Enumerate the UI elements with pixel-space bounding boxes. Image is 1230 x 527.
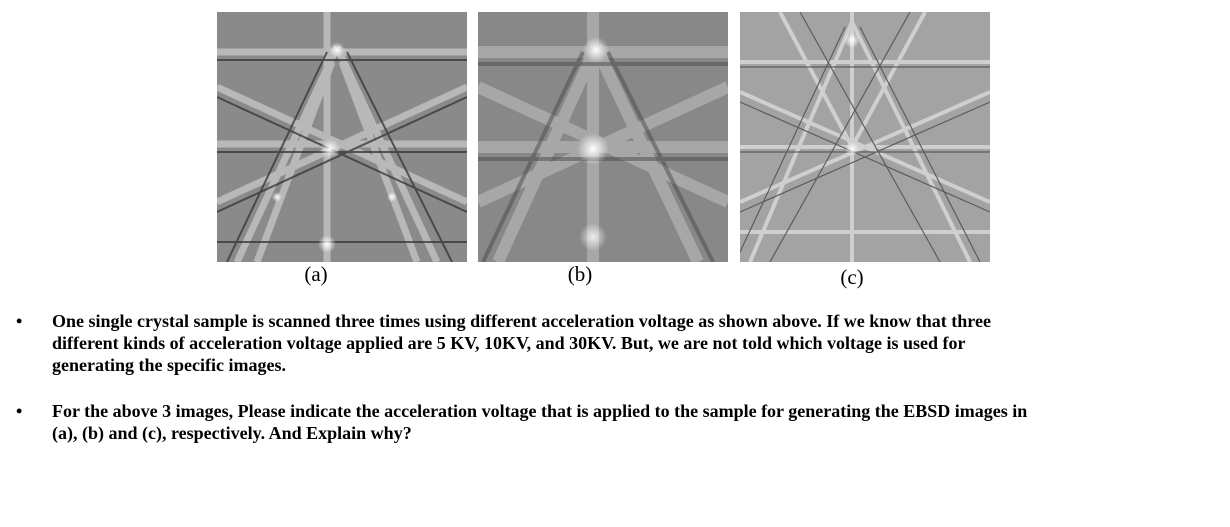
ebsd-image-b	[478, 12, 728, 262]
figure-caption-a: (a)	[304, 262, 328, 286]
bullet-icon: •	[16, 311, 23, 331]
question-text: For the above 3 images, Please indicate …	[52, 400, 1212, 444]
ebsd-image-c	[740, 12, 990, 262]
figure-caption-b: (b)	[567, 262, 593, 286]
ebsd-pattern-c	[740, 12, 990, 262]
bullet-icon: •	[16, 401, 23, 421]
ebsd-image-a	[217, 12, 467, 262]
figure-caption-c: (c)	[840, 265, 864, 289]
question-text: One single crystal sample is scanned thr…	[52, 310, 1212, 376]
text-line: For the above 3 images, Please indicate …	[52, 401, 1028, 421]
text-line: different kinds of acceleration voltage …	[52, 333, 966, 353]
ebsd-pattern-a	[217, 12, 467, 262]
ebsd-pattern-b	[478, 12, 728, 262]
text-line: One single crystal sample is scanned thr…	[52, 311, 991, 331]
text-line: (a), (b) and (c), respectively. And Expl…	[52, 423, 412, 443]
text-line: generating the specific images.	[52, 355, 286, 375]
